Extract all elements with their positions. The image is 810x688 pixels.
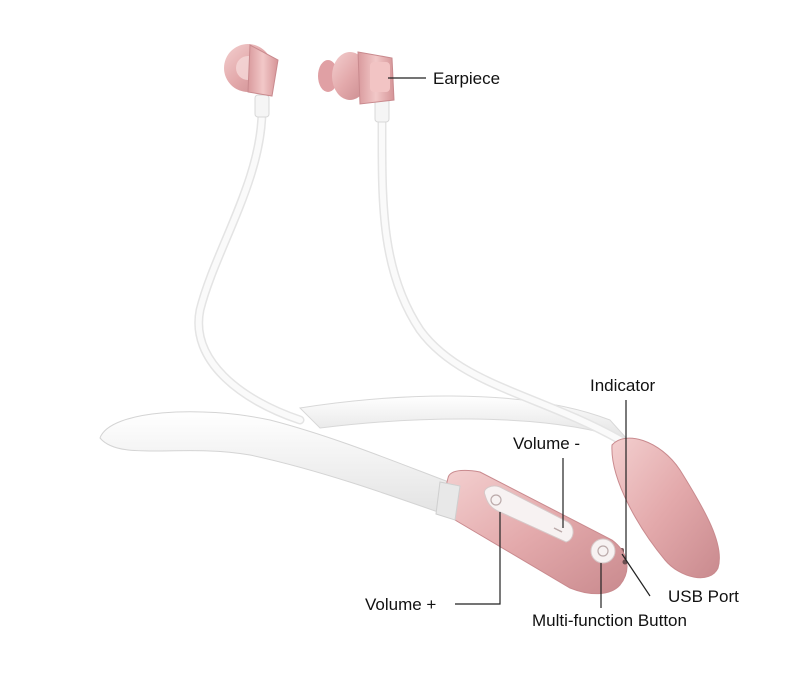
usb-port-leader [621, 553, 651, 597]
volume-plus-label: Volume + [365, 595, 437, 614]
left-earpiece [224, 44, 279, 118]
earpiece-cables [194, 105, 625, 445]
multi-function-button [590, 538, 616, 564]
volume-rocker [483, 485, 574, 543]
left-control-pod [435, 469, 628, 595]
right-control-pod [611, 437, 720, 579]
volume-minus-icon [553, 527, 563, 533]
volume-minus-label: Volume - [513, 434, 581, 453]
leader-lines [388, 77, 651, 608]
right-earpiece [318, 51, 395, 123]
earpiece-label: Earpiece [433, 69, 501, 88]
indicator-label: Indicator [590, 376, 656, 395]
multi-function-label: Multi-function Button [532, 611, 687, 630]
usb-port-label: USB Port [668, 587, 739, 606]
power-icon [597, 545, 609, 557]
volume-plus-icon [490, 494, 502, 506]
neckband-front [99, 411, 471, 519]
volume-plus-leader [455, 512, 501, 605]
